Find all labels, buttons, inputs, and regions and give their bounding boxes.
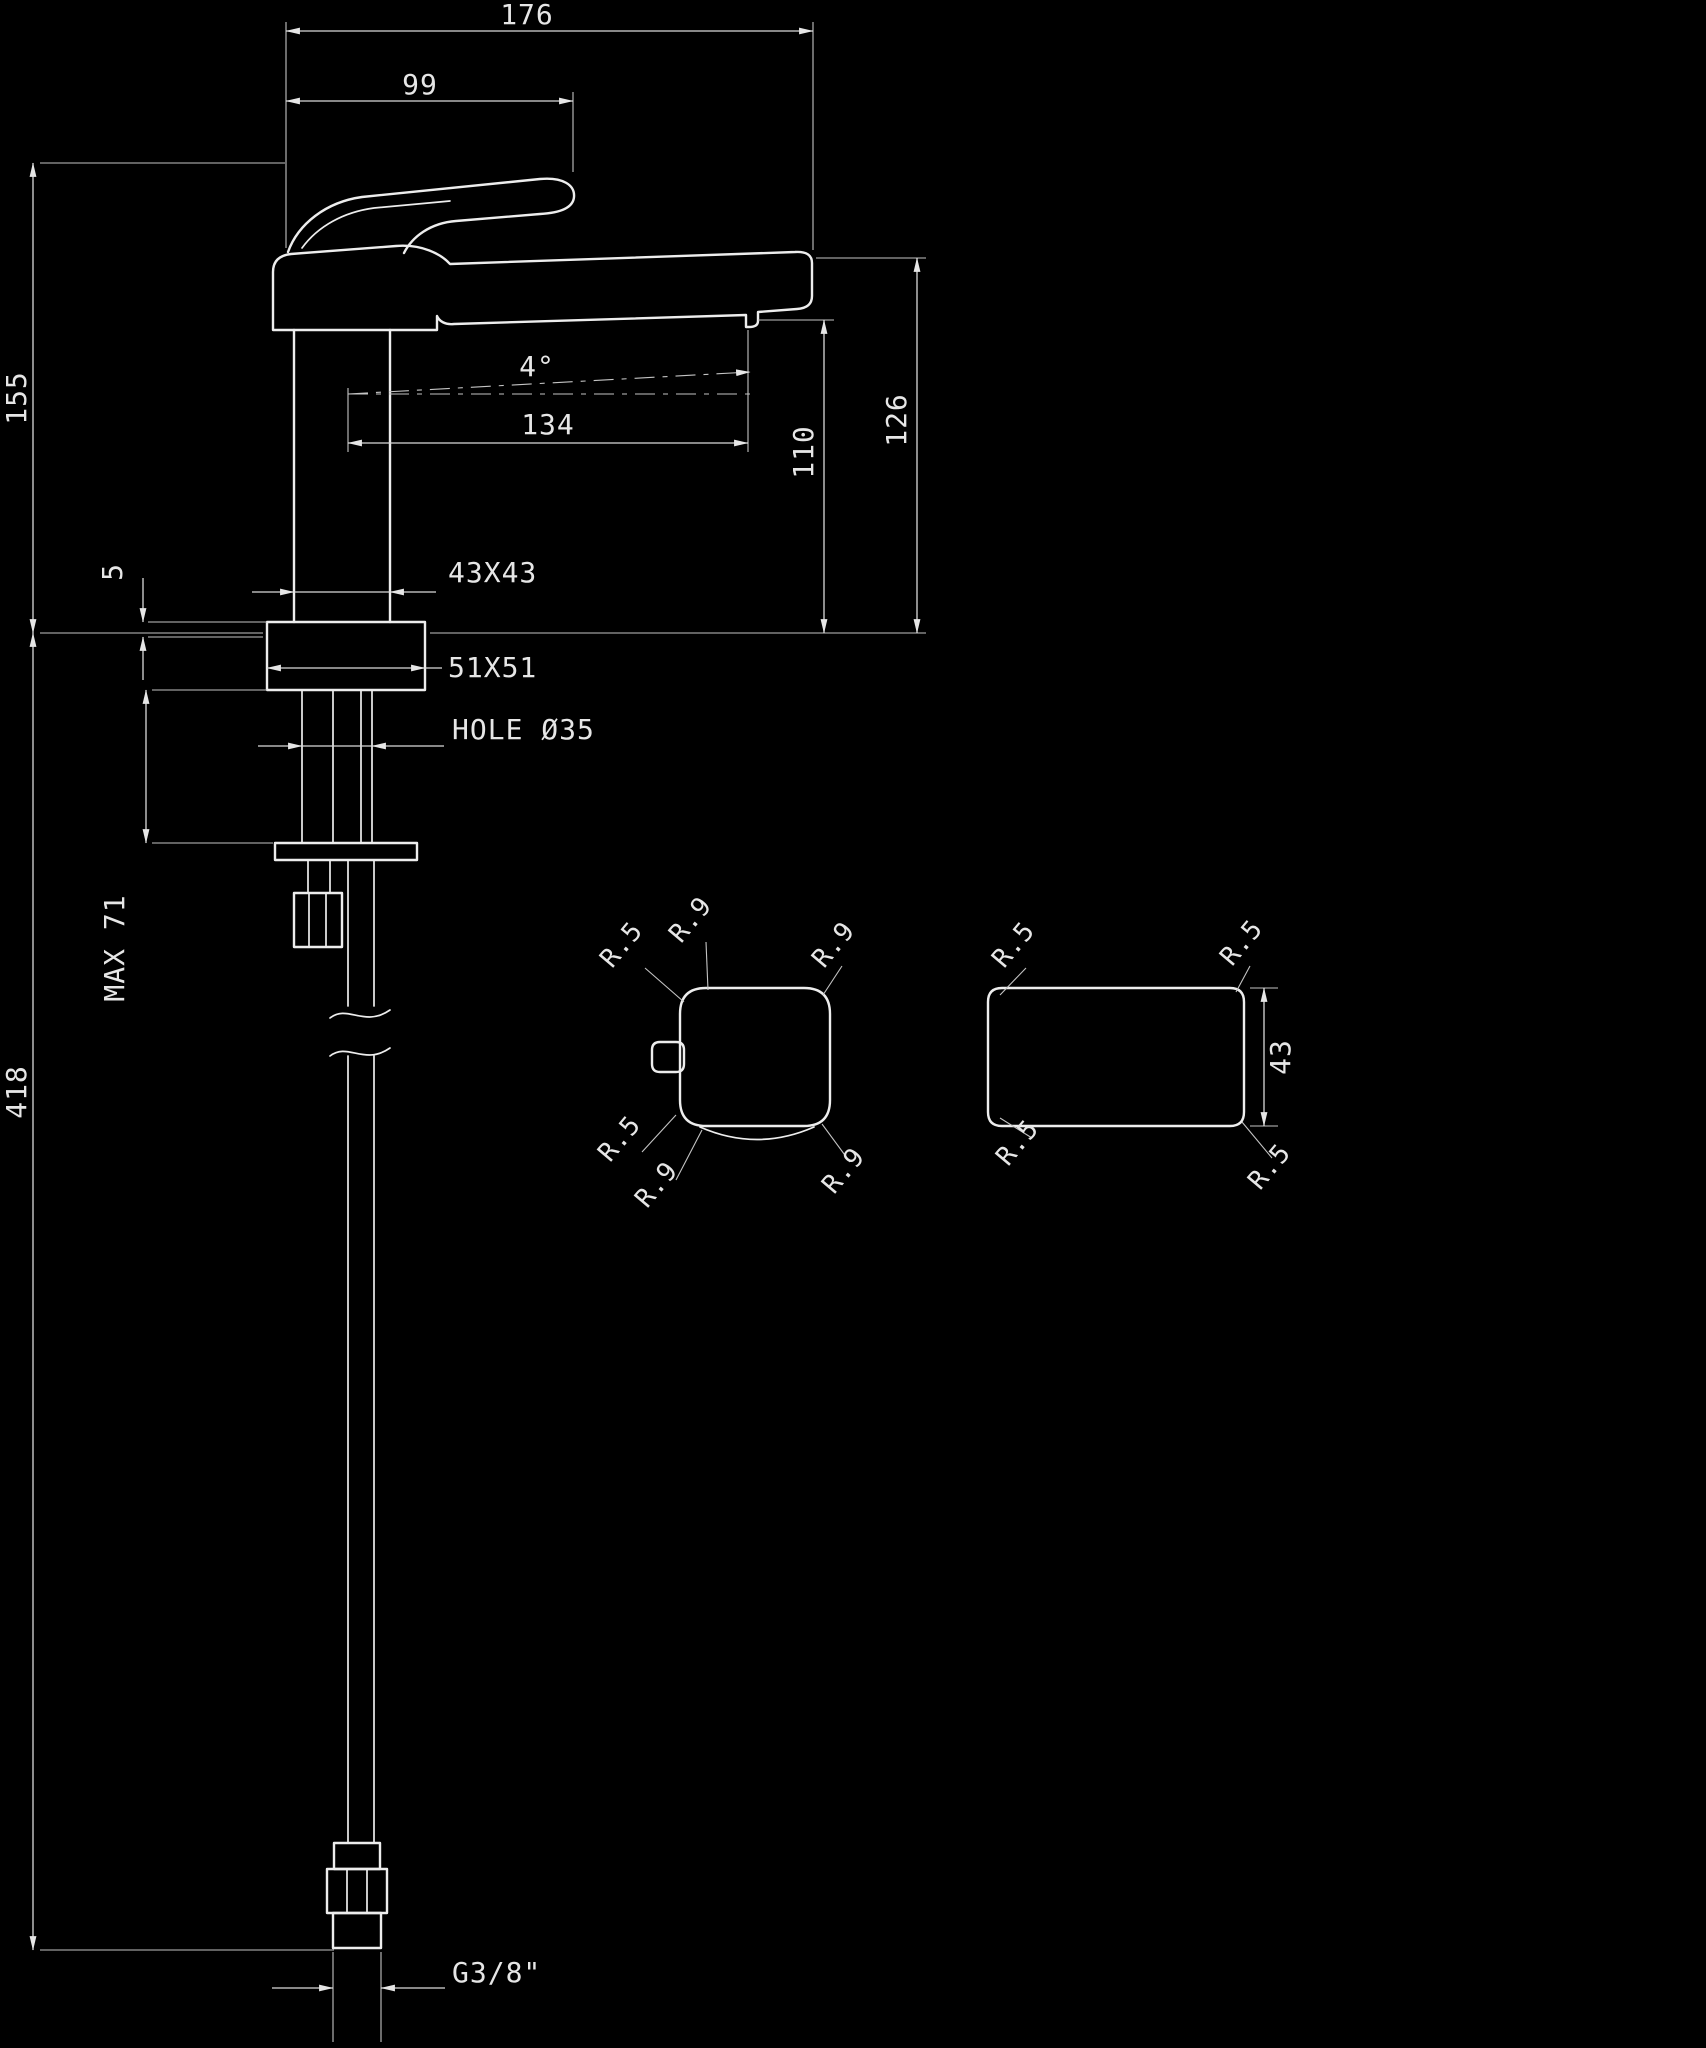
radius-r9-label-1: R.9 xyxy=(663,891,718,949)
dimension-5: 5 xyxy=(96,563,267,680)
dim-5-label: 5 xyxy=(96,563,129,581)
radius-r5-label-1: R.5 xyxy=(594,916,649,974)
radius-r9-label-3: R.9 xyxy=(629,1156,684,1214)
dimension-134: 134 xyxy=(347,330,749,452)
dimension-thread-g38: G3/8" xyxy=(272,1952,541,2042)
topview-spout-body xyxy=(986,986,1246,1128)
hose-collar xyxy=(332,1841,382,1871)
lever-handle-inner-contour xyxy=(301,200,451,249)
radius-r5-label-3: R.5 xyxy=(1214,914,1269,972)
hose-thread-tip xyxy=(331,1911,383,1950)
dimension-topview-43: 43 xyxy=(1250,987,1297,1127)
mounting-nut xyxy=(292,891,344,949)
topview-lever-curve xyxy=(699,1126,815,1141)
dimension-hole-diameter: HOLE Ø35 xyxy=(258,713,595,750)
max-depth-label: MAX 71 xyxy=(98,894,131,1001)
dimension-99: 99 xyxy=(285,68,574,172)
hole-label: HOLE Ø35 xyxy=(452,713,595,746)
dimension-max-71: MAX 71 xyxy=(98,689,273,1002)
radius-r5-label-6: R.5 xyxy=(1242,1138,1297,1196)
body-and-spout-outline xyxy=(271,244,814,332)
pipe-break-lower xyxy=(329,1047,391,1057)
dimension-43x43: 43X43 xyxy=(252,556,537,596)
dimension-51x51: 51X51 xyxy=(266,651,537,684)
pipe-break-upper xyxy=(329,1009,391,1019)
dim-126-label: 126 xyxy=(880,393,913,447)
topview-lever-tab xyxy=(650,1040,686,1074)
dim-99-label: 99 xyxy=(402,68,438,101)
thread-label: G3/8" xyxy=(452,1956,541,1989)
lever-handle-outline xyxy=(286,177,576,255)
side-view-faucet-outline xyxy=(265,177,814,1950)
dimension-126: 126 xyxy=(430,257,926,634)
side-view-dimensions: 176 99 155 418 126 xyxy=(0,0,926,2042)
top-view: 43 R.5 R.9 R.9 R.5 R.5 R.5 R.9 R.9 R.5 xyxy=(592,891,1297,1214)
hose-hex-nut xyxy=(325,1867,389,1915)
radius-r5-label-2: R.5 xyxy=(986,916,1041,974)
dimension-angle-4deg: 4° xyxy=(347,350,751,395)
dimension-110: 110 xyxy=(758,319,834,634)
dimension-418: 418 xyxy=(0,632,334,1951)
radius-callouts-top: R.5 R.9 R.9 R.5 R.5 xyxy=(594,891,1269,1003)
radius-r5-label-5: R.5 xyxy=(990,1114,1045,1172)
dim-110-label: 110 xyxy=(787,425,820,479)
radius-r5-label-4: R.5 xyxy=(592,1110,647,1168)
deck-plate xyxy=(265,620,427,692)
dim-176-label: 176 xyxy=(500,0,554,31)
radius-r9-label-4: R.9 xyxy=(816,1142,871,1200)
radius-r9-label-2: R.9 xyxy=(806,916,861,974)
dimension-155: 155 xyxy=(0,162,285,634)
dimension-176: 176 xyxy=(285,0,814,250)
topview-handle-body xyxy=(678,986,832,1128)
dim-51x51-label: 51X51 xyxy=(448,651,537,684)
dim-topview-43-label: 43 xyxy=(1264,1039,1297,1075)
angle-label: 4° xyxy=(519,350,555,383)
dim-155-label: 155 xyxy=(0,371,33,425)
dim-43x43-label: 43X43 xyxy=(448,556,537,589)
dim-418-label: 418 xyxy=(0,1065,33,1119)
mounting-washer xyxy=(273,841,419,862)
dim-134-label: 134 xyxy=(521,408,575,441)
